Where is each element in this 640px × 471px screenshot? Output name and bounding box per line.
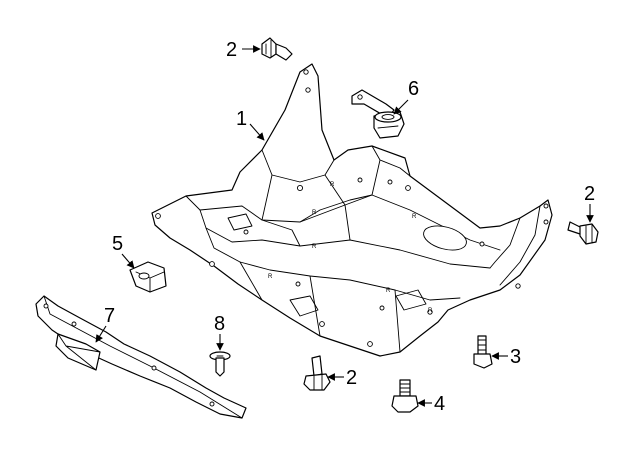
shield-mark: R <box>268 274 273 280</box>
callout-label: 3 <box>510 346 521 368</box>
stud <box>391 379 419 413</box>
bolt-bottom-center <box>303 355 331 391</box>
callout-label: 5 <box>112 233 123 255</box>
callout-2-top: 2 <box>226 39 261 61</box>
callout-8: 8 <box>214 313 225 351</box>
callout-3: 3 <box>491 346 521 368</box>
callout-label: 4 <box>434 393 445 415</box>
shield-mark: R <box>312 244 317 250</box>
bolt-right <box>567 221 599 245</box>
callout-label: 6 <box>408 78 419 100</box>
front-deflector <box>35 295 247 419</box>
callout-2-bottom: 2 <box>327 367 357 389</box>
callout-label: 2 <box>584 183 595 205</box>
retainer-clip <box>129 261 167 293</box>
callout-label: 2 <box>226 39 237 61</box>
callout-7: 7 <box>95 305 115 343</box>
callout-label: 1 <box>236 108 247 130</box>
bolt-top <box>261 37 293 61</box>
push-pin-rivet <box>209 351 231 377</box>
callout-label: 7 <box>104 305 115 327</box>
undercover-shield: R R R R R R R <box>151 63 553 357</box>
shield-mark: R <box>412 214 417 220</box>
shield-mark: R <box>330 182 335 188</box>
shield-mark: R <box>312 210 317 216</box>
shield-mark: R <box>386 288 391 294</box>
callout-5: 5 <box>112 233 135 269</box>
callout-6: 6 <box>393 78 419 115</box>
stud-bolt <box>473 335 493 369</box>
callout-2-right: 2 <box>584 183 595 223</box>
callout-1: 1 <box>236 108 265 141</box>
callout-4: 4 <box>417 393 445 415</box>
shield-mark: R <box>428 308 433 314</box>
callout-label: 2 <box>346 367 357 389</box>
bracket-grommet <box>351 89 405 139</box>
callout-label: 8 <box>214 313 225 335</box>
